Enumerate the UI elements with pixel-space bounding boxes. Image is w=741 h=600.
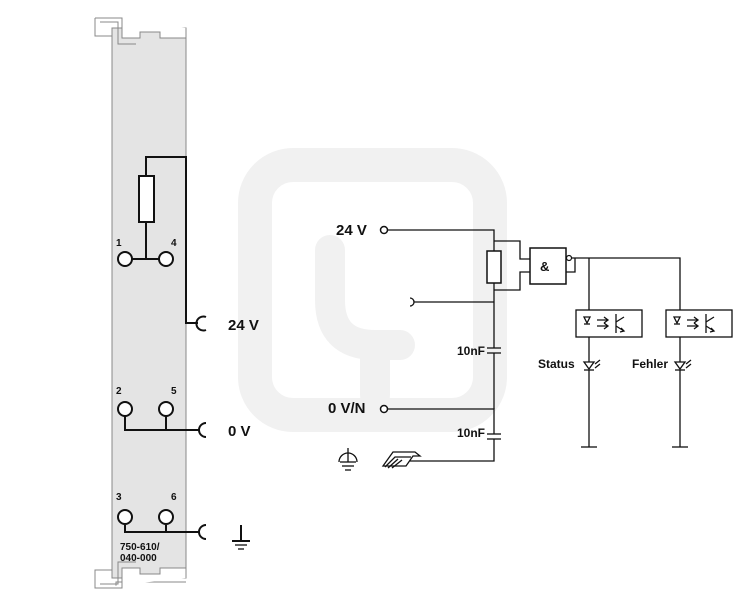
terminal-6[interactable] [158,509,174,525]
power-contact-24v [195,315,207,332]
optocoupler-icon [665,309,733,338]
terminal-4[interactable] [158,251,174,267]
part-number-line1: 750-610/ [120,542,160,553]
terminal-5[interactable] [158,401,174,417]
power-contact-0v [198,422,207,438]
pin-label-2: 2 [116,386,122,397]
optocoupler-icon [575,309,643,338]
led-icon [673,359,692,371]
part-number-line2: 040-000 [120,553,157,564]
power-contacts [195,315,207,540]
terminal-2[interactable] [117,401,133,417]
terminal-3[interactable] [117,509,133,525]
pin-label-1: 1 [116,238,122,249]
watermark-logo [238,148,507,432]
terminal-1[interactable] [117,251,133,267]
right-circuit: & 10nF 10nF 24 V 0 V/N [328,222,733,471]
label-right-24v: 24 V [336,222,367,239]
input-0vn-terminal[interactable] [379,404,389,414]
capacitor-top-label: 10nF [457,344,485,358]
terminal-module-housing [94,17,187,589]
protective-earth-icon [338,448,358,471]
led-icon [582,359,601,371]
fuse-icon [138,175,155,223]
pin-label-5: 5 [171,386,177,397]
ground-icon [232,525,250,550]
label-right-0vn: 0 V/N [328,400,366,417]
pin-label-6: 6 [171,492,177,503]
label-left-24v: 24 V [228,317,259,334]
capacitor-bottom-label: 10nF [457,426,485,440]
status-label: Status [538,357,575,371]
fuse-icon [486,250,502,284]
input-24v-terminal[interactable] [379,225,389,235]
module-internal-wiring [124,156,200,533]
pin-label-3: 3 [116,492,122,503]
module-terminals: 1 4 2 5 3 6 [116,238,177,525]
din-rail-icon [381,451,422,469]
pin-label-4: 4 [171,238,177,249]
and-gate [529,247,567,285]
power-contact-ground [198,524,207,540]
label-left-0v: 0 V [228,423,251,440]
and-gate-symbol: & [540,259,549,274]
fehler-label: Fehler [632,357,668,371]
